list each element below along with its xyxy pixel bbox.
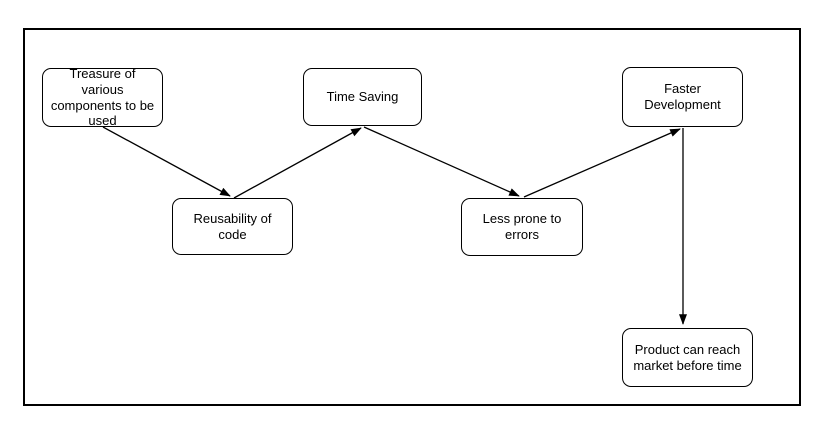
node-label: Reusability of code xyxy=(193,210,272,242)
node-faster-development: Faster Development xyxy=(622,67,743,127)
node-time-saving: Time Saving xyxy=(303,68,422,126)
node-less-prone-to-errors: Less prone to errors xyxy=(461,198,583,256)
node-label: Treasure of various components to be use… xyxy=(50,65,155,129)
node-product-reach-market: Product can reach market before time xyxy=(622,328,753,387)
node-label: Less prone to errors xyxy=(482,211,562,242)
node-label: Time Saving xyxy=(326,89,399,105)
node-treasure-of-components: Treasure of various components to be use… xyxy=(42,65,163,129)
node-reusability-of-code: Reusability of code xyxy=(172,198,293,255)
node-label: Product can reach market before time xyxy=(633,341,742,373)
node-label: Faster Development xyxy=(644,81,721,112)
